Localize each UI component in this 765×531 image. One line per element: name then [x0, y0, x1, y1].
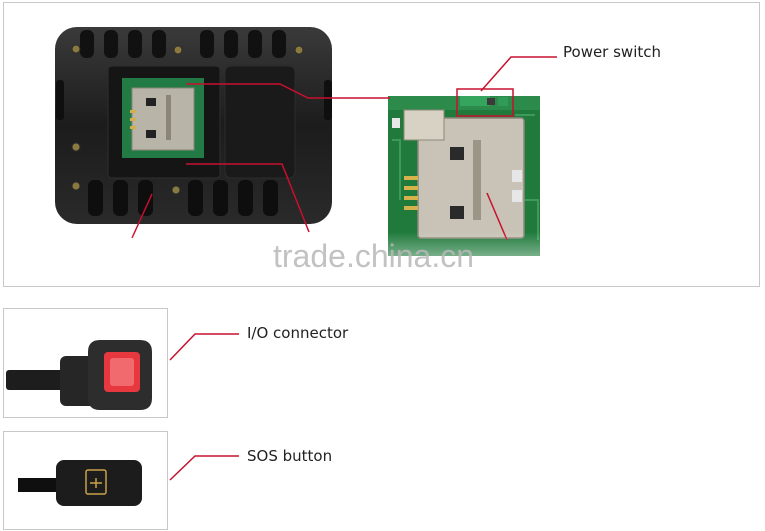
bottom-ribs [88, 180, 278, 216]
pcb-closeup [388, 96, 540, 256]
power-switch-callout-line [480, 56, 557, 92]
io-connector-label: I/O connector [247, 324, 349, 342]
io-connector-callout-line [169, 333, 239, 361]
top-callouts [131, 56, 557, 241]
sos-button-callout-line [169, 455, 239, 481]
power-switch-highlight-box [456, 88, 514, 117]
pcb-zoom-line-bottom [186, 163, 310, 233]
left-pointer-line [131, 193, 153, 239]
io-connector-image [6, 340, 152, 410]
sos-button-label: SOS button [247, 447, 333, 465]
gps-tracker-device [55, 27, 332, 224]
top-ribs [80, 30, 286, 58]
pcb-zoom-line-top [186, 83, 390, 99]
power-switch-label: Power switch [563, 43, 662, 61]
sos-button-image [18, 460, 142, 506]
watermark-text: trade.china.cn [273, 238, 474, 274]
sim-contacts [404, 176, 418, 210]
